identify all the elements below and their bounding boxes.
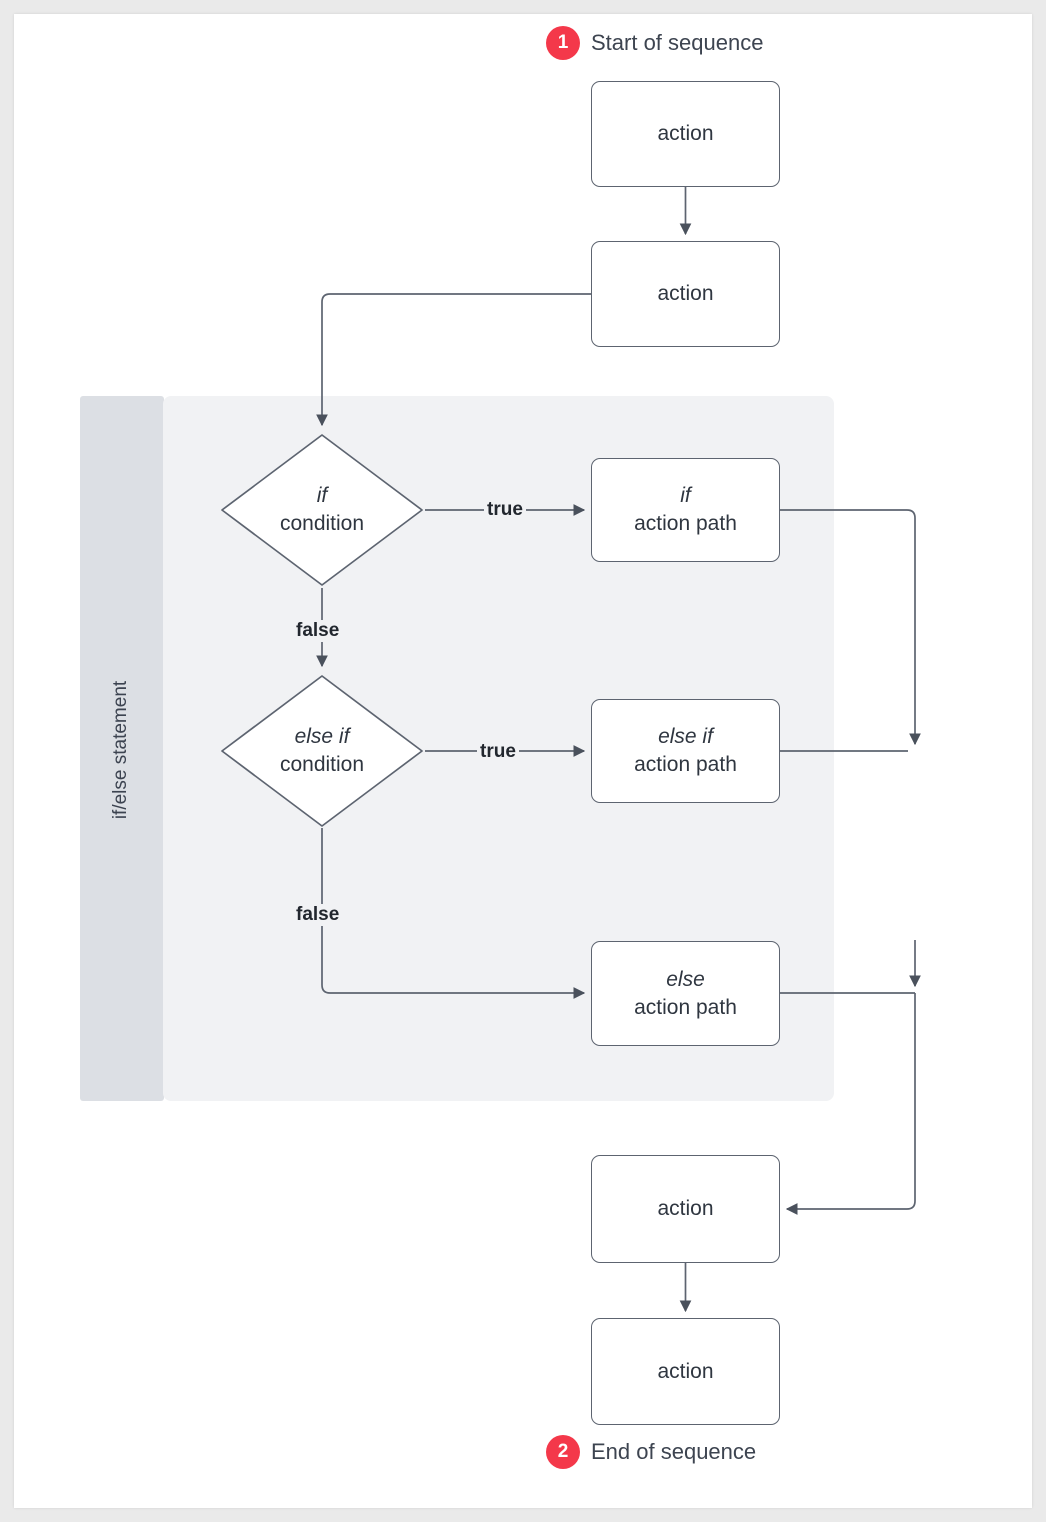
edge-label-if-true: true bbox=[484, 499, 526, 521]
node-elseif-condition[interactable]: else if condition bbox=[219, 673, 425, 829]
node-label-line2: action path bbox=[634, 995, 737, 1019]
node-label: action bbox=[657, 1359, 714, 1383]
node-label: action bbox=[657, 1197, 714, 1221]
edge-label-elseif-false: false bbox=[293, 904, 343, 926]
node-label-line2: condition bbox=[279, 753, 365, 776]
step-text: End of sequence bbox=[591, 1439, 757, 1464]
node-else-action-path[interactable]: else action path bbox=[591, 941, 780, 1046]
node-label-line1: else if bbox=[294, 725, 350, 749]
step-text: Start of sequence bbox=[591, 30, 764, 55]
node-elseif-action-path[interactable]: else if action path bbox=[591, 699, 780, 803]
step-badge-end: 2 End of sequence bbox=[546, 1435, 756, 1469]
node-label-line1: if bbox=[680, 484, 691, 508]
node-label-line2: condition bbox=[279, 512, 365, 535]
node-action-bottom-1[interactable]: action bbox=[591, 1155, 780, 1263]
node-action-bottom-2[interactable]: action bbox=[591, 1318, 780, 1425]
node-label-line2: action path bbox=[634, 753, 737, 776]
group-label: if/else statement bbox=[110, 680, 131, 820]
node-action-top-2[interactable]: action bbox=[591, 241, 780, 347]
node-if-condition[interactable]: if condition bbox=[219, 432, 425, 588]
node-if-action-path[interactable]: if action path bbox=[591, 458, 780, 562]
node-label: action bbox=[657, 122, 714, 146]
diamond-shape bbox=[221, 675, 423, 827]
node-label-line1: else if bbox=[658, 725, 713, 749]
node-label-line1: else bbox=[666, 967, 705, 991]
edge-label-if-false: false bbox=[293, 620, 343, 642]
step-number: 2 bbox=[546, 1435, 580, 1469]
diamond-shape bbox=[221, 434, 423, 586]
node-label-line2: action path bbox=[634, 512, 737, 535]
node-action-top-1[interactable]: action bbox=[591, 81, 780, 187]
node-label-line1: if bbox=[316, 484, 328, 508]
node-label: action bbox=[657, 282, 714, 306]
step-number: 1 bbox=[546, 26, 580, 60]
edge-label-elseif-true: true bbox=[477, 741, 519, 763]
step-badge-start: 1 Start of sequence bbox=[546, 26, 763, 60]
group-band bbox=[80, 396, 164, 1101]
